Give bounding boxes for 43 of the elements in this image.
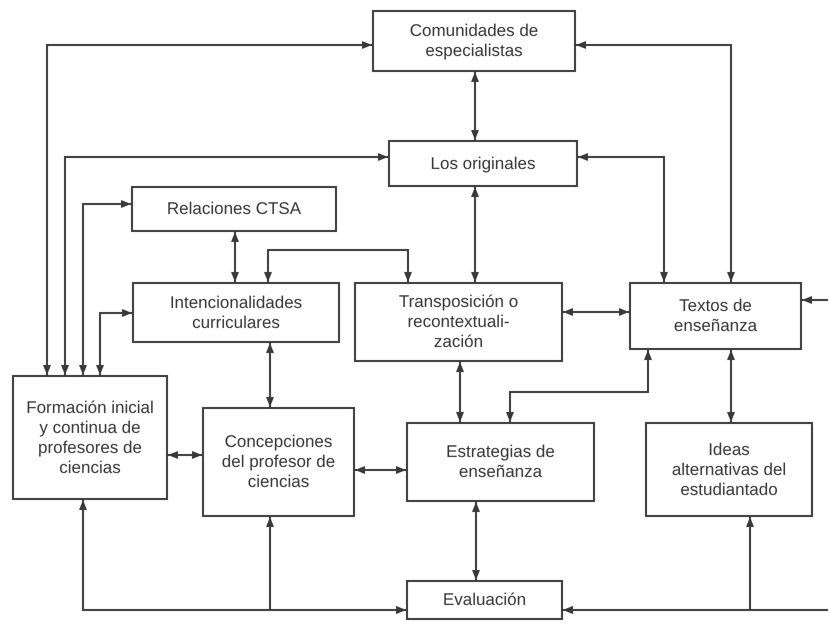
arrow — [266, 343, 274, 407]
arrow — [563, 606, 828, 614]
arrow — [168, 451, 202, 459]
concept-box — [12, 375, 168, 500]
box-text: Estrategias de enseñanza — [445, 442, 556, 482]
arrow — [456, 362, 464, 422]
arrow — [355, 466, 406, 474]
concept-box — [629, 282, 802, 350]
concept-box — [354, 282, 563, 362]
concept-box — [406, 422, 595, 502]
arrow — [563, 308, 629, 316]
arrow — [472, 502, 480, 580]
arrow — [471, 187, 479, 282]
box-text: Formación inicial y continua de profesores de ciencias — [25, 398, 155, 478]
arrow — [43, 41, 372, 375]
box-text: Evaluación — [442, 590, 526, 610]
box-text: Ideas alternativas del estudiantado — [670, 440, 788, 500]
box-text: Los originales — [430, 154, 536, 174]
box-text: Concepciones del profesor de ciencias — [220, 432, 336, 492]
box-text: Comunidades de especialistas — [408, 21, 540, 61]
concept-box — [645, 422, 813, 517]
concept-box — [406, 580, 563, 620]
box-text: Transposición o recontextuali- zación — [398, 292, 520, 352]
arrow — [802, 296, 828, 304]
arrow — [264, 249, 412, 282]
concept-box — [372, 10, 576, 72]
arrow — [727, 350, 735, 422]
concept-box — [202, 407, 355, 517]
concept-box — [388, 140, 578, 187]
arrow — [266, 517, 406, 614]
box-text: Textos de enseñanza — [672, 296, 758, 336]
box-text: Intencionalidades curriculares — [168, 292, 304, 332]
arrow — [231, 232, 239, 282]
concept-box — [132, 282, 340, 343]
arrow — [61, 153, 388, 375]
arrow — [576, 41, 735, 282]
arrow — [471, 72, 479, 140]
arrow — [96, 309, 132, 375]
arrow — [506, 350, 652, 422]
arrow — [578, 153, 668, 282]
arrow — [79, 200, 131, 375]
box-text: Relaciones CTSA — [166, 199, 302, 219]
concept-box — [131, 186, 337, 232]
